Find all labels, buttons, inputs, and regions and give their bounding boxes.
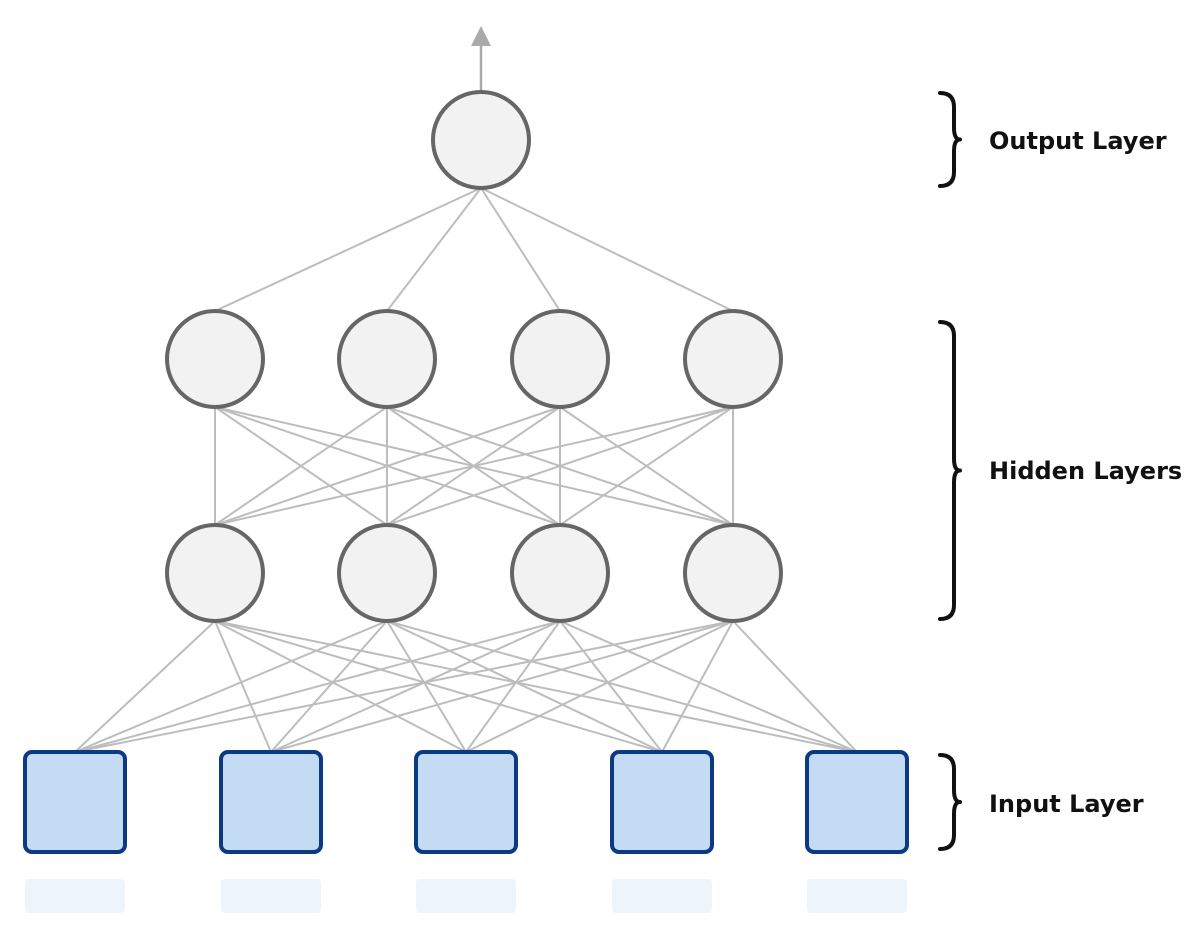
input-node	[23, 750, 127, 854]
layer-braces	[938, 91, 962, 851]
connection-edge	[480, 187, 561, 312]
connection-edge	[214, 187, 482, 312]
output-arrow-icon	[471, 26, 491, 92]
input-node-shadows	[25, 879, 907, 913]
connection-edge	[386, 406, 734, 526]
connection-edge	[214, 620, 663, 753]
connection-edge	[386, 620, 858, 753]
output-layer-brace	[938, 91, 962, 188]
input-node	[805, 750, 909, 854]
hidden-neuron-upper	[337, 309, 437, 409]
input-placeholder	[807, 879, 907, 913]
connection-edge	[214, 620, 858, 753]
connection-edge	[559, 620, 858, 753]
output-neuron	[431, 90, 531, 190]
connection-edge	[74, 620, 734, 753]
connection-edge	[214, 406, 561, 526]
hidden-neuron-upper	[683, 309, 783, 409]
hidden-neuron-upper	[510, 309, 610, 409]
connection-edges	[74, 187, 858, 753]
hidden-neuron-lower	[337, 523, 437, 623]
connection-edge	[465, 620, 561, 753]
hidden-neuron-lower	[165, 523, 265, 623]
connection-edge	[214, 620, 272, 753]
connection-edge	[214, 406, 734, 526]
connection-edge	[74, 620, 561, 753]
hidden-neuron-lower	[510, 523, 610, 623]
connection-edge	[386, 620, 663, 753]
connection-edge	[661, 620, 734, 753]
connection-edge	[386, 620, 467, 753]
hidden-neuron-lower	[683, 523, 783, 623]
connection-edge	[74, 620, 216, 753]
connection-edge	[270, 620, 561, 753]
input-placeholder	[221, 879, 321, 913]
connection-edge	[74, 620, 388, 753]
input-node	[219, 750, 323, 854]
connection-edge	[214, 620, 467, 753]
connection-edge	[732, 620, 858, 753]
connection-edge	[480, 187, 734, 312]
input-placeholder	[25, 879, 125, 913]
input-node	[414, 750, 518, 854]
input-layer-brace	[938, 753, 962, 851]
hidden-neuron-upper	[165, 309, 265, 409]
hidden-layers-brace	[938, 320, 962, 621]
input-layer-label: Input Layer	[989, 790, 1144, 818]
connection-edge	[270, 620, 388, 753]
connection-edge	[465, 620, 734, 753]
hidden-layers-label: Hidden Layers	[989, 457, 1183, 485]
connection-edge	[559, 620, 663, 753]
network-nodes	[23, 90, 909, 854]
input-node	[610, 750, 714, 854]
connection-edge	[386, 187, 482, 312]
connection-edge	[270, 620, 734, 753]
connection-edge	[559, 406, 734, 526]
input-placeholder	[416, 879, 516, 913]
arrow-head	[471, 26, 491, 46]
input-placeholder	[612, 879, 712, 913]
connection-edge	[214, 406, 388, 526]
output-layer-label: Output Layer	[989, 127, 1167, 155]
